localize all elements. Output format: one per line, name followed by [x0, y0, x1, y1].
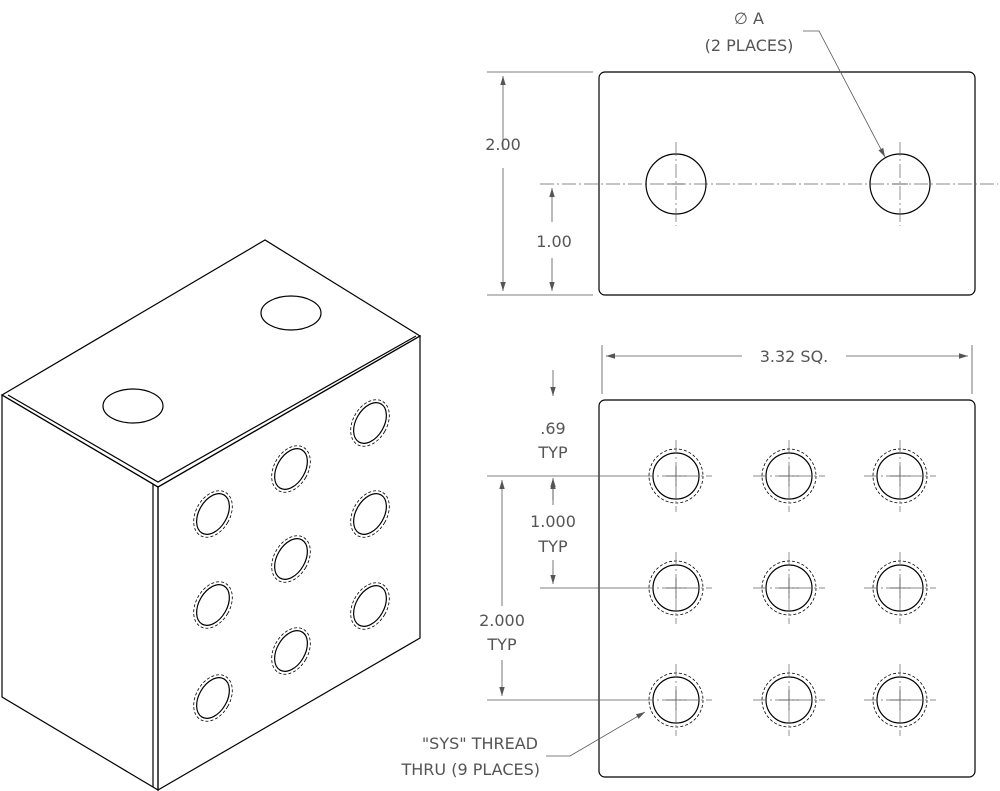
- top-view: 2.00 1.00 ∅ A (2 PLACES): [485, 9, 998, 296]
- thread-note-line1: "SYS" THREAD: [422, 734, 538, 753]
- dim-3-32-label: 3.32 SQ.: [760, 347, 829, 366]
- front-thread-hole: [864, 664, 936, 736]
- dim-1-000-label: 1.000: [530, 512, 576, 531]
- front-thread-hole: [640, 440, 712, 512]
- isometric-view: [0, 239, 422, 791]
- hole-diameter-qty-label: (2 PLACES): [705, 36, 794, 55]
- iso-thread-hole: [193, 581, 233, 629]
- front-view-outline: [598, 399, 976, 778]
- dim-0-69-typ-label: TYP: [537, 443, 568, 462]
- front-thread-hole: [864, 552, 936, 624]
- iso-thread-hole: [271, 535, 311, 583]
- front-thread-hole: [753, 552, 825, 624]
- dim-1-00-label: 1.00: [536, 232, 572, 251]
- dim-2-00-label: 2.00: [485, 135, 521, 154]
- front-thread-hole: [864, 440, 936, 512]
- iso-left-face: [1, 393, 159, 791]
- iso-top-hole: [260, 295, 322, 331]
- iso-thread-hole: [350, 490, 390, 538]
- dim-2-000-label: 2.000: [479, 611, 525, 630]
- iso-chamfer-edge: [7, 335, 417, 483]
- front-thread-hole: [753, 664, 825, 736]
- iso-thread-hole: [350, 399, 390, 447]
- iso-thread-holes: [193, 399, 390, 722]
- iso-top-hole: [102, 388, 164, 424]
- front-thread-hole: [640, 552, 712, 624]
- top-view-outline: [598, 71, 976, 296]
- dim-0-69-label: .69: [540, 419, 565, 438]
- iso-thread-hole: [350, 582, 390, 630]
- thread-note-line2: THRU (9 PLACES): [401, 760, 541, 779]
- iso-thread-hole: [193, 490, 233, 538]
- hole-diameter-leader: [803, 30, 886, 158]
- front-thread-hole: [753, 440, 825, 512]
- top-hole: [869, 142, 931, 226]
- iso-thread-hole: [271, 445, 311, 493]
- iso-top-face: [0, 239, 422, 488]
- dim-2-000-typ-label: TYP: [486, 635, 517, 654]
- thread-note-leader: [546, 711, 646, 757]
- iso-front-face: [157, 334, 421, 791]
- dim-1-000-typ-label: TYP: [537, 537, 568, 556]
- front-view: 3.32 SQ. .69 TYP 1.000 TYP 2.000 TYP "SY…: [401, 345, 976, 779]
- iso-thread-hole: [271, 627, 311, 675]
- hole-diameter-label: ∅ A: [734, 9, 764, 28]
- front-thread-hole: [640, 664, 712, 736]
- top-hole: [645, 142, 707, 226]
- front-thread-holes: [640, 440, 936, 736]
- iso-thread-hole: [193, 674, 233, 722]
